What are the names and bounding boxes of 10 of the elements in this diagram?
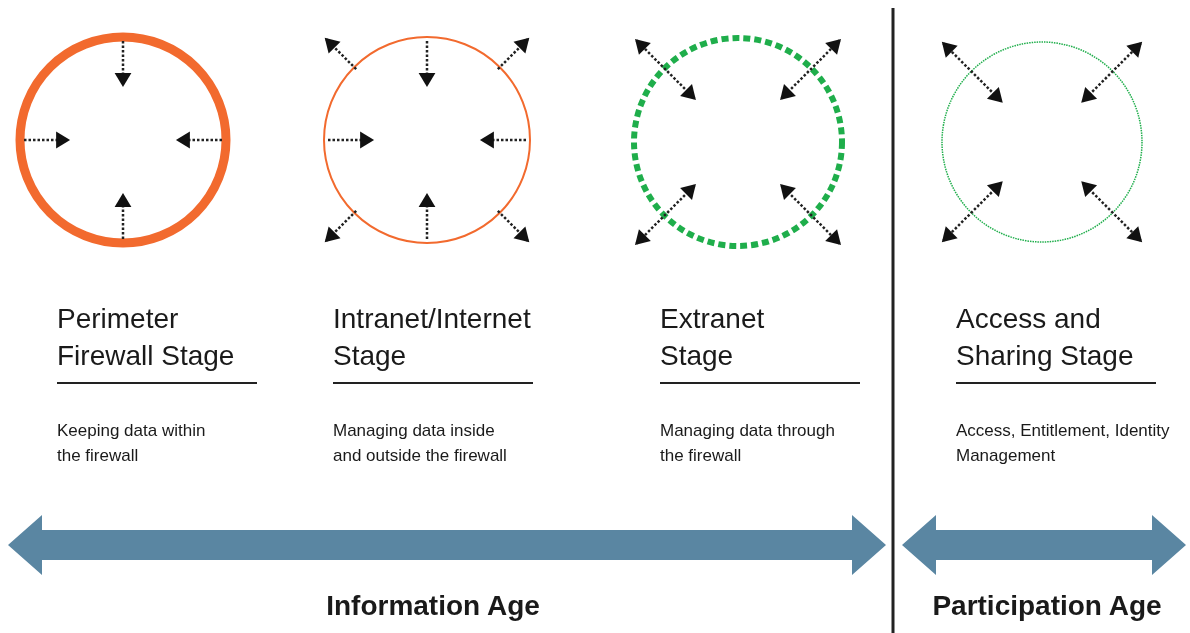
stage-heading: Perimeter Firewall Stage xyxy=(57,302,236,373)
stage-heading: Extranet Stage xyxy=(660,302,766,373)
stage-description: Managing data inside and outside the firewall xyxy=(333,420,508,467)
stage-description: Access, Entitlement, Identity Management xyxy=(956,420,1171,467)
stage-description: Keeping data within the firewall xyxy=(57,420,207,467)
stage-heading: Intranet/Internet Stage xyxy=(333,302,532,373)
era-label: Participation Age xyxy=(932,589,1162,623)
stage-description: Managing data through the firewall xyxy=(660,420,836,467)
stage-heading: Access and Sharing Stage xyxy=(956,302,1135,373)
era-label: Information Age xyxy=(326,589,540,623)
